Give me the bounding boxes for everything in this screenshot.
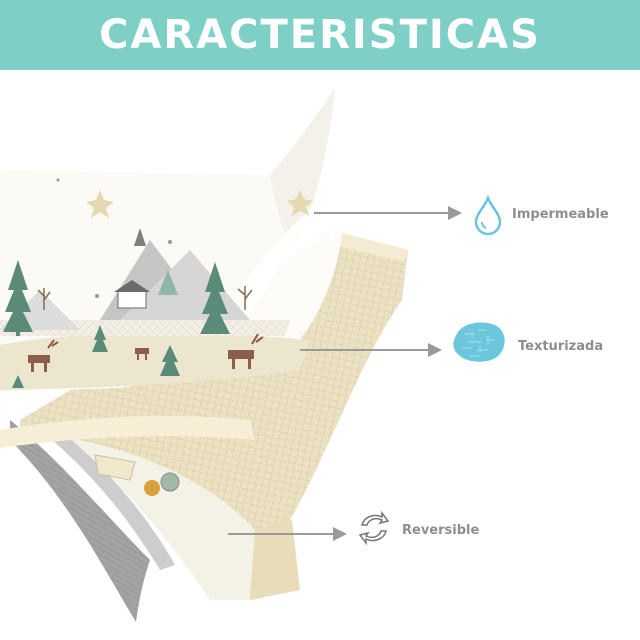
feature-label-impermeable: Impermeable — [512, 207, 609, 222]
textured-blob-icon — [453, 322, 505, 362]
water-drop-icon — [474, 194, 502, 236]
header-banner: CARACTERISTICAS — [0, 0, 640, 70]
page-title: CARACTERISTICAS — [99, 12, 541, 58]
reverse-side-layer — [10, 420, 150, 622]
feature-label-reversible: Reversible — [402, 523, 480, 538]
reverse-arrows-icon — [358, 510, 390, 546]
feature-label-texturizada: Texturizada — [518, 339, 604, 354]
top-print-layer — [0, 88, 335, 392]
mat-layers-illustration — [0, 88, 462, 622]
